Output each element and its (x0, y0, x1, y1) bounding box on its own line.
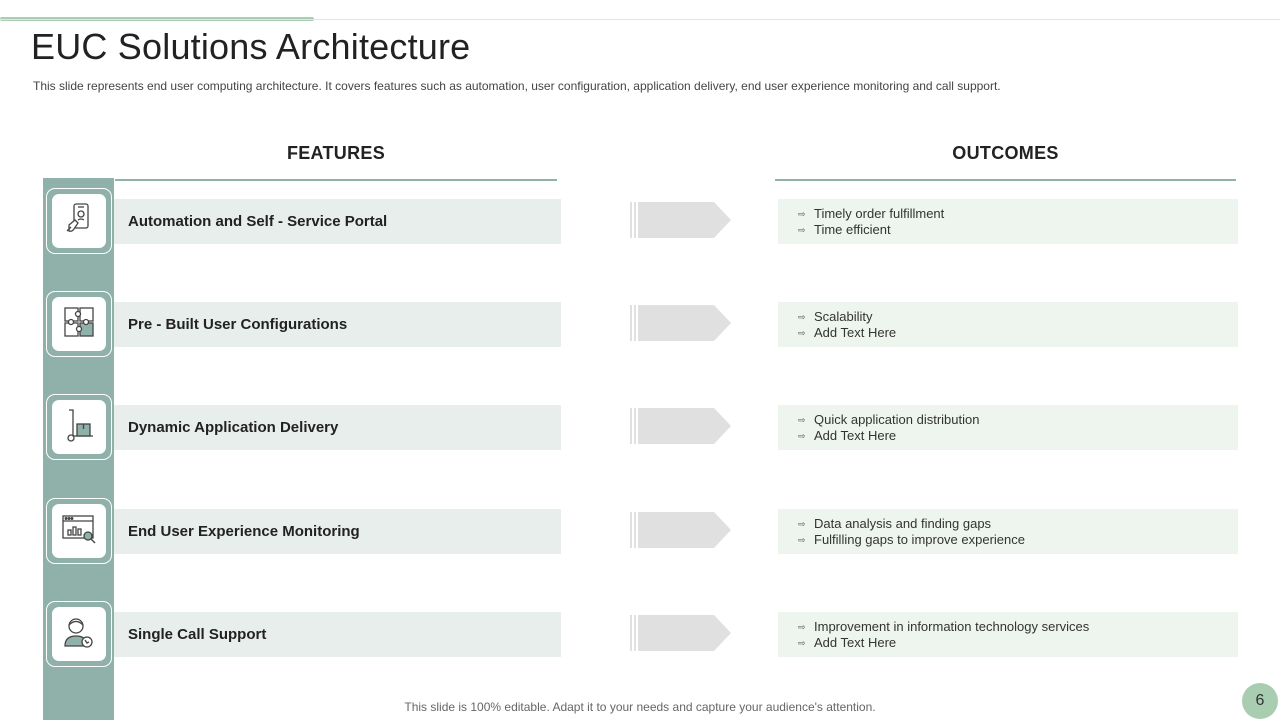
monitor-analytics-icon (59, 509, 99, 554)
outcome-text: Fulfilling gaps to improve experience (814, 531, 1025, 547)
feature-box: Pre - Built User Configurations (114, 302, 561, 347)
outcome-text: Timely order fulfillment (814, 205, 945, 221)
footer-note: This slide is 100% editable. Adapt it to… (404, 700, 876, 714)
puzzle-icon (59, 302, 99, 347)
outcome-text: Scalability (814, 308, 873, 324)
outcomes-underline (775, 179, 1236, 181)
outcome-item: ⇨ Data analysis and finding gaps (778, 516, 1238, 532)
arrow-bullet-icon: ⇨ (798, 327, 806, 338)
feature-row: End User Experience Monitoring ⇨ Data an… (0, 498, 1280, 568)
outcome-box: ⇨ Timely order fulfillment ⇨ Time effici… (778, 199, 1238, 244)
arrow-bullet-icon: ⇨ (798, 518, 806, 529)
feature-box: Single Call Support (114, 612, 561, 657)
outcome-text: Time efficient (814, 221, 891, 237)
arrow-icon (630, 202, 732, 243)
outcome-item: ⇨ Quick application distribution (778, 412, 1238, 428)
slide-subtitle: This slide represents end user computing… (33, 79, 1001, 93)
outcome-item: ⇨ Scalability (778, 309, 1238, 325)
arrow-bullet-icon: ⇨ (798, 311, 806, 322)
icon-frame (46, 188, 112, 254)
feature-row: Dynamic Application Delivery ⇨ Quick app… (0, 394, 1280, 464)
feature-row: Automation and Self - Service Portal ⇨ T… (0, 188, 1280, 258)
outcome-text: Add Text Here (814, 427, 897, 443)
outcome-box: ⇨ Scalability ⇨ Add Text Here (778, 302, 1238, 347)
icon-frame (46, 394, 112, 460)
icon-frame (46, 291, 112, 357)
feature-label: Dynamic Application Delivery (128, 419, 339, 436)
hand-truck-icon (59, 405, 99, 450)
outcome-item: ⇨ Improvement in information technology … (778, 619, 1238, 635)
outcome-text: Quick application distribution (814, 411, 980, 427)
feature-label: Automation and Self - Service Portal (128, 213, 388, 230)
icon-frame (46, 498, 112, 564)
feature-label: Pre - Built User Configurations (128, 316, 348, 333)
slide-title: EUC Solutions Architecture (31, 26, 471, 67)
arrow-icon (630, 615, 732, 656)
outcomes-heading: OUTCOMES (952, 143, 1059, 163)
feature-label: End User Experience Monitoring (128, 523, 360, 540)
outcome-item: ⇨ Timely order fulfillment (778, 206, 1238, 222)
arrow-bullet-icon: ⇨ (798, 637, 806, 648)
outcome-text: Add Text Here (814, 634, 897, 650)
arrow-icon (630, 305, 732, 346)
arrow-bullet-icon: ⇨ (798, 224, 806, 235)
outcome-box: ⇨ Data analysis and finding gaps ⇨ Fulfi… (778, 509, 1238, 554)
top-divider (0, 19, 1280, 20)
features-heading: FEATURES (286, 143, 386, 163)
arrow-bullet-icon: ⇨ (798, 430, 806, 441)
outcome-text: Add Text Here (814, 324, 897, 340)
outcome-item: ⇨ Fulfilling gaps to improve experience (778, 532, 1238, 548)
outcome-item: ⇨ Add Text Here (778, 635, 1238, 651)
feature-row: Pre - Built User Configurations ⇨ Scalab… (0, 291, 1280, 361)
outcome-text: Improvement in information technology se… (814, 618, 1090, 634)
feature-box: Automation and Self - Service Portal (114, 199, 561, 244)
arrow-icon (630, 408, 732, 449)
arrow-bullet-icon: ⇨ (798, 621, 806, 632)
arrow-bullet-icon: ⇨ (798, 534, 806, 545)
feature-box: End User Experience Monitoring (114, 509, 561, 554)
outcome-box: ⇨ Quick application distribution ⇨ Add T… (778, 405, 1238, 450)
phone-hand-icon (59, 199, 99, 244)
feature-label: Single Call Support (128, 626, 267, 643)
outcome-item: ⇨ Add Text Here (778, 325, 1238, 341)
features-underline (115, 179, 557, 181)
outcome-box: ⇨ Improvement in information technology … (778, 612, 1238, 657)
page-number: 6 (1242, 683, 1278, 719)
arrow-bullet-icon: ⇨ (798, 414, 806, 425)
arrow-icon (630, 512, 732, 553)
feature-box: Dynamic Application Delivery (114, 405, 561, 450)
icon-frame (46, 601, 112, 667)
outcome-item: ⇨ Time efficient (778, 222, 1238, 238)
outcome-text: Data analysis and finding gaps (814, 515, 992, 531)
arrow-bullet-icon: ⇨ (798, 208, 806, 219)
support-agent-icon (59, 612, 99, 657)
feature-row: Single Call Support ⇨ Improvement in inf… (0, 601, 1280, 671)
outcome-item: ⇨ Add Text Here (778, 428, 1238, 444)
